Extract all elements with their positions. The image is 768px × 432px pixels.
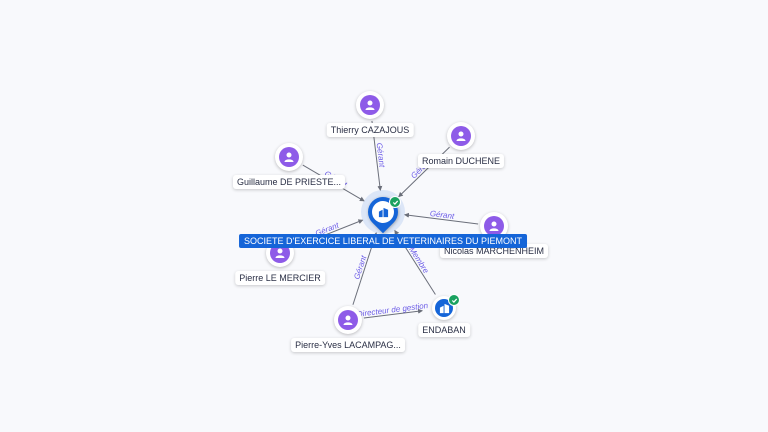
verified-check-icon [448,294,460,306]
person-avatar [275,143,303,171]
relation-edge [363,308,423,319]
relation-label: Gérant [375,142,387,168]
person-label[interactable]: Guillaume DE PRIESTE... [232,175,346,189]
company-label[interactable]: ENDABAN [418,323,470,337]
person-label[interactable]: Pierre LE MERCIER [235,271,325,285]
person-icon [284,152,294,162]
person-label[interactable]: Thierry CAZAJOUS [326,123,414,137]
person-icon [456,131,466,141]
relation-label: Gérant [352,254,368,281]
person-icon [489,221,499,231]
building-icon [439,303,449,313]
person-label[interactable]: Romain DUCHENE [417,154,505,168]
person-avatar [356,91,384,119]
person-icon [275,248,285,258]
relation-label: Gérant [429,209,455,221]
person-avatar [447,122,475,150]
relation-label: Membre [407,245,431,275]
person-icon [343,315,353,325]
relation-label: Directeur de gestion [356,301,429,319]
person-icon [365,100,375,110]
main-company-label[interactable]: SOCIETE D'EXERCICE LIBERAL DE VETERINAIR… [239,234,527,248]
relation-edge [404,212,479,225]
person-avatar [334,306,362,334]
main-company-avatar [372,201,394,223]
building-icon [378,207,388,217]
person-label[interactable]: Pierre-Yves LACAMPAG... [291,338,405,352]
verified-check-icon [389,196,401,208]
